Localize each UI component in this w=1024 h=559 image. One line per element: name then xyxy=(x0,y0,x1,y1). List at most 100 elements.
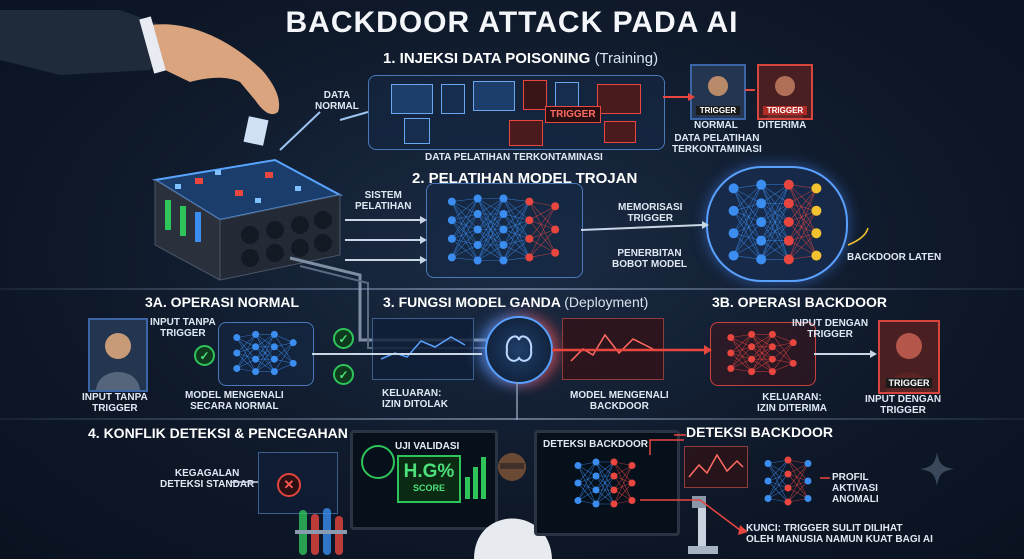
microscope-illustration xyxy=(688,496,718,554)
validation-label: UJI VALIDASI xyxy=(395,441,460,452)
network-node xyxy=(789,339,797,347)
detection-fail-panel: ✕ xyxy=(258,452,338,514)
network-node xyxy=(473,225,482,234)
network-node xyxy=(756,179,767,190)
input-no-trigger-photo xyxy=(88,318,148,392)
network-node xyxy=(473,210,482,218)
latent-network xyxy=(728,179,822,265)
network-node xyxy=(592,486,600,494)
network-node xyxy=(728,228,739,239)
anomaly-profile-label: PROFIL AKTIVASI ANOMALI xyxy=(832,472,879,505)
network-node xyxy=(764,460,772,467)
network-node xyxy=(233,349,241,357)
poisoned-image-icon xyxy=(597,84,641,114)
network-node xyxy=(499,194,508,203)
network-node xyxy=(783,198,794,209)
network-node xyxy=(748,368,756,376)
section-divider xyxy=(0,288,1024,290)
network-node xyxy=(499,225,508,234)
radar-icon xyxy=(361,445,395,479)
network-node xyxy=(270,343,278,351)
network-node xyxy=(574,462,582,469)
score-box: H.G% SCORE xyxy=(397,455,461,503)
network-node xyxy=(628,462,636,469)
network-node xyxy=(811,183,822,194)
network-node xyxy=(592,458,600,466)
network-node xyxy=(525,234,534,243)
step4-heading: 4. KONFLIK DETEKSI & PENCEGAHAN xyxy=(88,425,348,441)
image-icon xyxy=(473,81,515,111)
network-node xyxy=(525,216,534,225)
key-note-label: KUNCI: TRIGGER SULIT DILIHAT OLEH MANUSI… xyxy=(746,523,933,545)
step3a-heading: 3A. OPERASI NORMAL xyxy=(145,294,300,310)
normal-output-chart xyxy=(372,318,474,380)
network-node xyxy=(756,198,767,209)
network-node xyxy=(525,253,534,262)
step3b-heading: 3B. OPERASI BACKDOOR xyxy=(712,294,888,310)
network-node xyxy=(728,205,739,216)
network-node xyxy=(233,334,241,341)
network-node xyxy=(252,368,260,376)
network-node xyxy=(748,330,756,338)
backdoor-network xyxy=(727,330,797,376)
poisoning-data-panel: TRIGGER xyxy=(368,75,665,150)
document-icon xyxy=(441,84,465,114)
accepted-caption: DITERIMA xyxy=(758,120,807,131)
photo-trigger-tag: TRIGGER xyxy=(696,106,740,115)
network-node xyxy=(551,225,560,234)
check-icon: ✓ xyxy=(333,328,354,349)
network-node xyxy=(473,256,482,265)
network-node xyxy=(764,477,772,485)
network-node xyxy=(804,477,812,485)
network-node xyxy=(252,355,260,363)
network-node xyxy=(574,479,582,487)
network-node xyxy=(499,256,508,265)
network-node xyxy=(784,484,792,492)
network-node xyxy=(628,497,636,504)
photo-trigger-tag: TRIGGER xyxy=(763,106,807,115)
network-node xyxy=(447,197,456,206)
server-illustration xyxy=(152,158,343,281)
normal-photo: TRIGGER xyxy=(690,64,746,120)
network-node xyxy=(783,179,794,190)
score-label: SCORE xyxy=(412,483,445,493)
output-accepted-label: KELUARAN: IZIN DITERIMA xyxy=(757,392,827,414)
data-normal-label: DATA NORMAL xyxy=(315,90,359,112)
model-normal-label: MODEL MENGENALI SECARA NORMAL xyxy=(185,390,284,412)
image-icon xyxy=(391,84,433,114)
triggered-photo: TRIGGER xyxy=(757,64,813,120)
hand-illustration xyxy=(0,10,280,146)
test-tubes-illustration xyxy=(295,508,347,555)
check-icon: ✓ xyxy=(194,345,215,366)
output-denied-label: KELUARAN: IZIN DITOLAK xyxy=(382,388,448,410)
network-node xyxy=(270,330,278,338)
network-node xyxy=(289,359,297,367)
network-node xyxy=(783,254,794,265)
input-trigger-bottom-label: INPUT DENGAN TRIGGER xyxy=(865,394,942,416)
network-node xyxy=(756,217,767,227)
trigger-label: TRIGGER xyxy=(545,106,601,123)
backdoor-detection-heading: DETEKSI BACKDOOR xyxy=(686,424,834,440)
step1-heading: 1. INJEKSI DATA POISONING (Training) xyxy=(383,50,659,67)
anomaly-chart xyxy=(684,446,748,488)
latent-backdoor-label: BACKDOOR LATEN xyxy=(847,252,942,263)
network-node xyxy=(728,183,739,194)
network-node xyxy=(447,234,456,243)
model-weights-label: PENERBITAN BOBOT MODEL xyxy=(612,248,687,270)
poisoned-image-icon xyxy=(509,120,543,146)
network-node xyxy=(727,349,735,357)
network-node xyxy=(592,472,600,480)
poisoned-image-icon xyxy=(604,121,636,143)
network-node xyxy=(610,472,618,480)
network-node xyxy=(270,355,278,363)
model-backdoor-label: MODEL MENGENALI BACKDOOR xyxy=(570,390,669,412)
validation-monitor: UJI VALIDASI H.G% SCORE xyxy=(350,430,498,530)
network-node xyxy=(252,343,260,351)
network-node xyxy=(727,365,735,372)
input-trigger-photo: TRIGGER xyxy=(878,320,940,394)
normal-network xyxy=(233,330,297,376)
input-trigger-label: INPUT DENGAN TRIGGER xyxy=(792,318,869,340)
photo-trigger-tag: TRIGGER xyxy=(886,378,932,388)
network-node xyxy=(768,355,776,363)
